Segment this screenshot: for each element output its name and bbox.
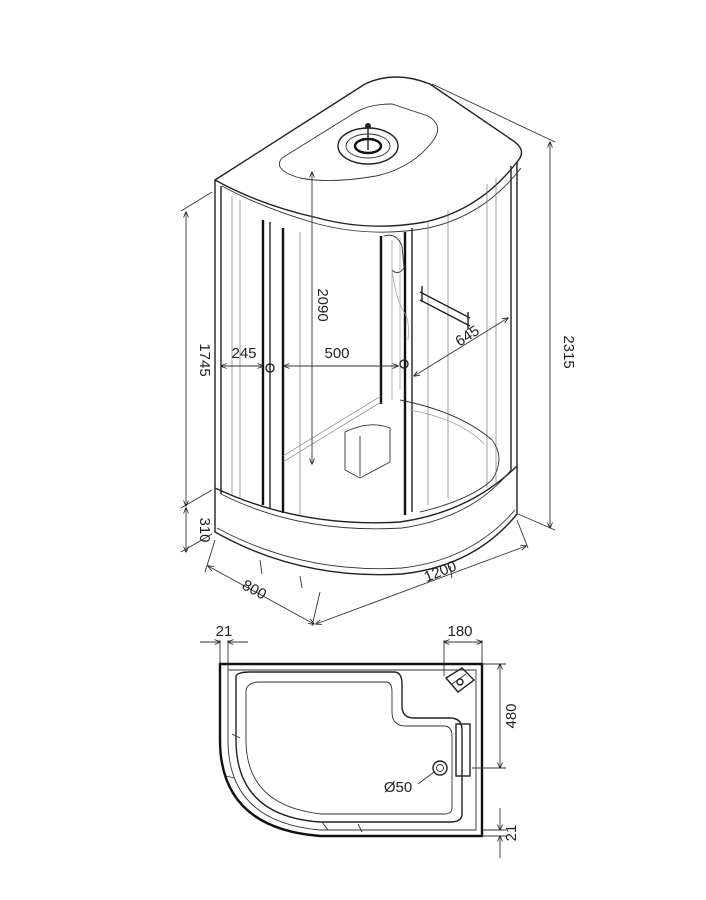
dim-2090-label: 2090 (314, 288, 331, 321)
dim-500: 500 (284, 345, 398, 366)
plan-view: 21 180 480 Ø50 21 (200, 623, 520, 858)
dim-245-label: 245 (231, 345, 256, 362)
shower-tray (214, 466, 518, 589)
cabin-frame (214, 162, 518, 530)
dim-800-label: 800 (239, 577, 269, 604)
dim-310: 310 (180, 508, 213, 552)
dim-21-bottom: 21 (482, 808, 520, 858)
dim-2315-label: 2315 (560, 335, 577, 368)
dim-480-label: 480 (503, 703, 520, 728)
door-handles (265, 359, 409, 373)
dim-2090: 2090 (312, 172, 331, 464)
roof (213, 76, 523, 233)
corner-fitting-icon (444, 667, 476, 693)
dim-drain-label: Ø50 (384, 779, 412, 796)
dim-645-label: 645 (452, 322, 482, 350)
dim-180-label: 180 (447, 623, 472, 640)
dim-1745-label: 1745 (196, 343, 213, 376)
dim-245: 245 (221, 345, 263, 366)
dim-drain: Ø50 (384, 771, 435, 796)
shower-head-icon (337, 123, 399, 165)
dim-21-bottom-label: 21 (503, 825, 520, 842)
dim-1200-label: 1200 (422, 558, 459, 586)
dim-1745: 1745 (180, 191, 213, 509)
cabin-interior (344, 234, 500, 513)
dim-2315: 2315 (431, 83, 577, 531)
dim-310-label: 310 (196, 517, 213, 542)
glass-panels (231, 178, 497, 515)
seat-block (455, 723, 471, 777)
isometric-view: 1745 310 2315 2090 245 500 (180, 76, 577, 627)
drain-icon (432, 760, 448, 776)
dim-800: 800 (204, 539, 321, 627)
dim-480: 480 (472, 664, 520, 768)
dim-180: 180 (444, 623, 482, 676)
dim-21-top-label: 21 (216, 623, 233, 640)
dim-21-top: 21 (200, 623, 248, 670)
dim-500-label: 500 (324, 345, 349, 362)
